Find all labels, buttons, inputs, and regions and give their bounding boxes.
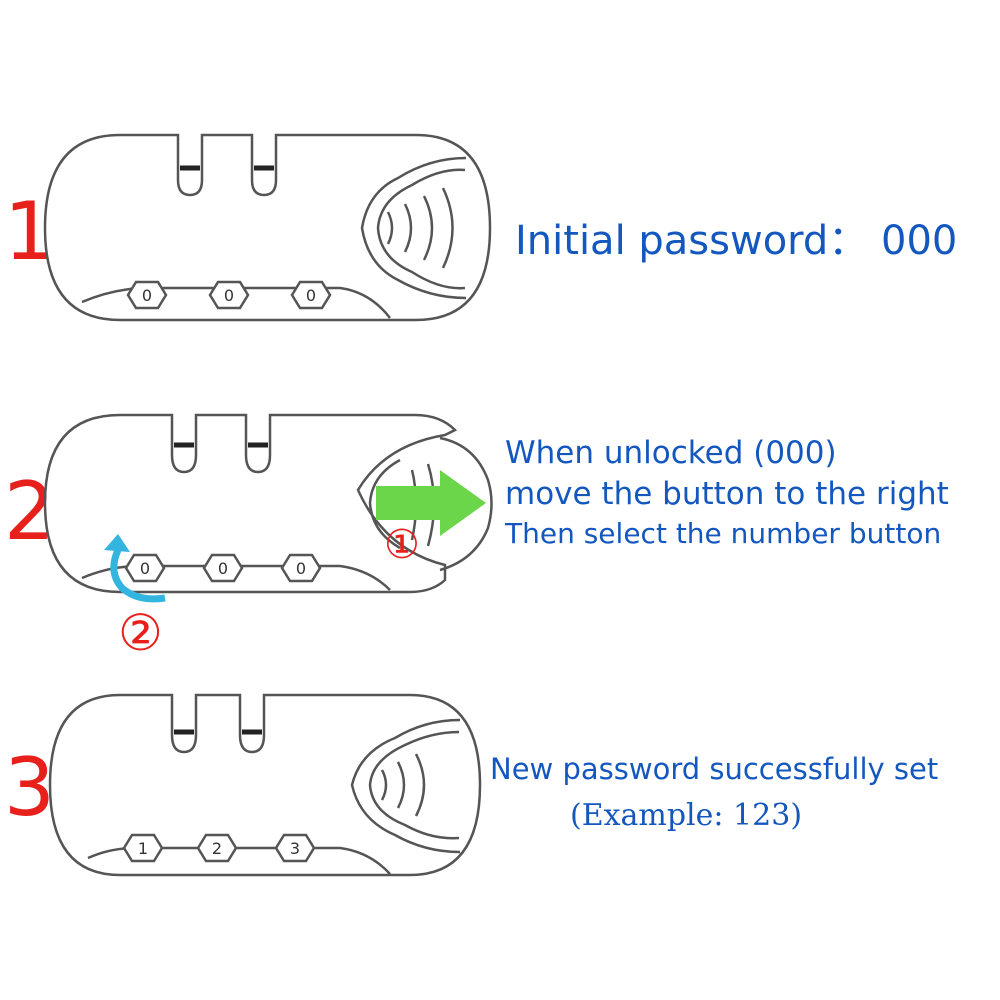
combination-lock-diagram: 1 2 3 (48, 693, 482, 877)
digit-wheel-1[interactable]: 1 (138, 839, 148, 858)
instruction-line-1: New password successfully set (490, 752, 939, 786)
combination-lock-diagram: 0 0 0 (43, 133, 492, 322)
digit-wheel-1[interactable]: 0 (142, 286, 152, 305)
step-marker-1: ① (384, 522, 420, 568)
instruction-text: Initial password： 000 (515, 218, 958, 264)
instruction-example: (Example: 123) (570, 798, 803, 833)
instruction-line-1: When unlocked (000) (505, 435, 837, 471)
digit-wheel-2[interactable]: 0 (218, 559, 228, 578)
step-2: 2 0 0 0 ① (0, 400, 1000, 660)
step-marker-2: ② (118, 604, 163, 662)
digit-wheel-1[interactable]: 0 (140, 559, 150, 578)
instruction-line-3: Then select the number button (505, 517, 942, 550)
digit-wheel-3[interactable]: 0 (296, 559, 306, 578)
step-number: 3 (4, 741, 55, 834)
combination-lock-diagram: 0 0 0 (43, 413, 493, 603)
move-right-arrow-icon (376, 470, 486, 536)
instruction-line-2: move the button to the right (505, 476, 949, 512)
step-3: 3 1 2 3 New password successfully set (E… (0, 680, 1000, 900)
digit-wheel-3[interactable]: 3 (290, 839, 300, 858)
digit-wheel-3[interactable]: 0 (306, 286, 316, 305)
rotate-arrow-icon (104, 534, 166, 603)
digit-wheel-2[interactable]: 0 (224, 286, 234, 305)
digit-wheel-2[interactable]: 2 (212, 839, 222, 858)
step-1: 1 0 0 0 Initial (0, 0, 1000, 340)
